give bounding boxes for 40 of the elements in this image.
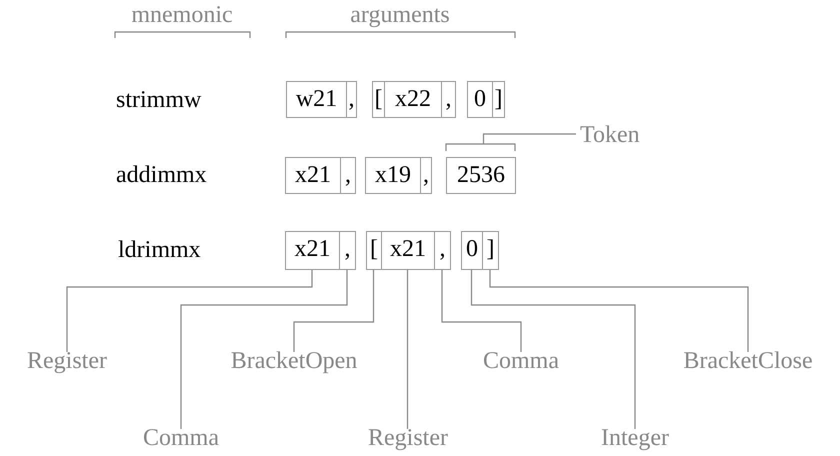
- token-box: x21: [285, 231, 340, 270]
- token-type-label: Comma: [143, 425, 219, 451]
- leader-line: [406, 270, 408, 429]
- token-box: x21: [285, 157, 341, 194]
- leader-line: [180, 270, 348, 429]
- token-type-label: Comma: [483, 348, 559, 374]
- token-label: Token: [580, 122, 640, 148]
- token-type-label: Register: [368, 425, 448, 451]
- token-box: ]: [482, 231, 499, 270]
- token-box: ,: [434, 231, 451, 270]
- token-box: [: [372, 81, 385, 118]
- token-type-label: Integer: [601, 425, 669, 451]
- token-box: ,: [441, 81, 456, 118]
- token-box: ,: [420, 157, 432, 194]
- token-box: ]: [492, 81, 505, 118]
- token-box: 2536: [446, 157, 516, 194]
- leader-line: [470, 270, 636, 429]
- token-box: 0: [467, 81, 493, 118]
- leader-line: [482, 133, 576, 144]
- token-box: w21: [286, 81, 347, 118]
- leader-line: [489, 270, 749, 352]
- token-box: ,: [340, 157, 356, 194]
- token-box: ,: [346, 81, 357, 118]
- leader-line: [293, 270, 374, 352]
- token-box: x21: [381, 231, 435, 270]
- token-box: 0: [461, 231, 483, 270]
- token-type-label: BracketClose: [683, 348, 813, 374]
- token-box: x19: [365, 157, 421, 194]
- column-heading: mnemonic: [131, 2, 233, 28]
- leader-line: [66, 270, 313, 352]
- token-type-label: Register: [27, 348, 107, 374]
- token-type-label: BracketOpen: [230, 348, 358, 374]
- instruction-mnemonic: ldrimmx: [118, 237, 201, 263]
- token-box: ,: [339, 231, 356, 270]
- instruction-mnemonic: strimmw: [116, 87, 202, 113]
- leader-line: [441, 270, 522, 352]
- token-box: [: [366, 231, 382, 270]
- token-box: x22: [384, 81, 442, 118]
- column-heading: arguments: [350, 2, 450, 28]
- instruction-mnemonic: addimmx: [116, 162, 207, 188]
